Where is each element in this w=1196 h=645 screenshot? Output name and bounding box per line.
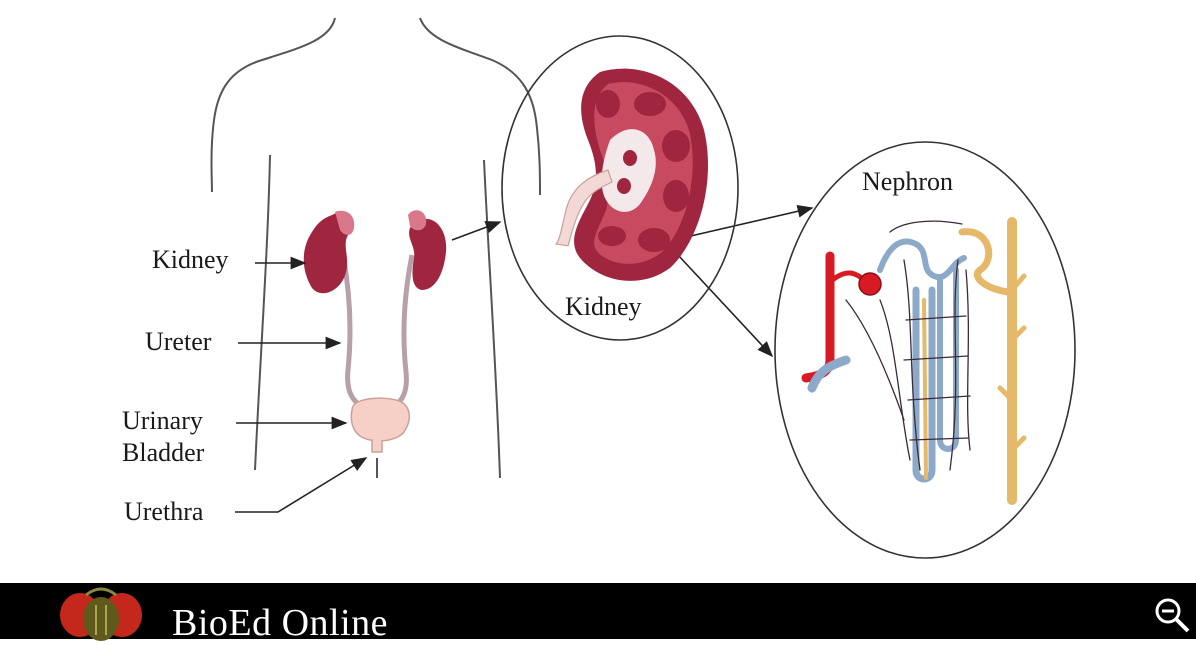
label-urinary: Urinary (122, 406, 203, 436)
fly-icon (56, 585, 146, 641)
nephron-illustration (806, 221, 1024, 500)
label-nephron: Nephron (862, 167, 953, 197)
footer-bar: BioEd Online (0, 583, 1196, 639)
brand-name: BioEd Online (172, 601, 388, 645)
label-bladder: Bladder (122, 438, 204, 468)
label-kidney: Kidney (152, 245, 229, 275)
label-ureter: Ureter (145, 327, 211, 357)
label-urethra: Urethra (124, 497, 203, 527)
zoom-out-icon[interactable] (1152, 595, 1192, 635)
ureters (342, 250, 412, 405)
label-kidney-detail: Kidney (565, 292, 642, 322)
urinary-bladder (351, 398, 409, 452)
right-kidney (408, 210, 446, 290)
urinary-system-diagram (0, 0, 1196, 580)
kidney-cross-section (556, 69, 708, 281)
